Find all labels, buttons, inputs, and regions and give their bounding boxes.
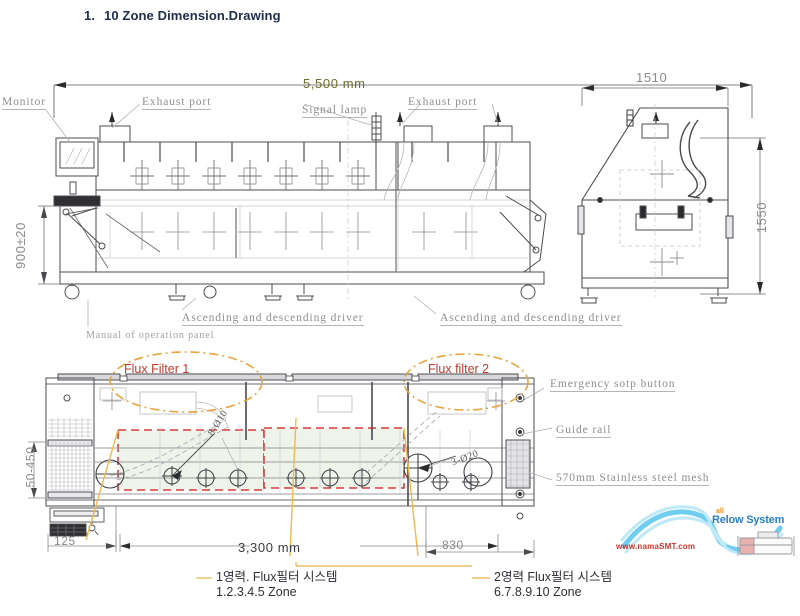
logo-url: www.namaSMT.com xyxy=(616,542,696,551)
label-signal-lamp: Signal lamp xyxy=(302,104,368,118)
label-stainless-steel-mesh: 570mm Stainless steel mesh xyxy=(556,472,710,486)
zone-note-2: 2영력 Flux필터 시스템 6.7.8.9.10 Zone xyxy=(494,570,612,600)
zone-note-2-line2: 6.7.8.9.10 Zone xyxy=(494,585,582,599)
page-title-number: 1. xyxy=(84,8,96,23)
dim-right-offset: 830 xyxy=(442,538,464,552)
logo-swoosh-icon xyxy=(620,505,795,556)
label-exhaust-port-left: Exhaust port xyxy=(142,96,212,110)
callout-flux-filter-2: Flux filter 2 xyxy=(428,362,490,376)
dim-mesh-height-range: 50-450 xyxy=(23,446,37,488)
label-ascending-descending-driver-right: Ascending and descending driver xyxy=(440,312,622,326)
company-logo: www.namaSMT.com all Relow System xyxy=(612,498,798,562)
label-monitor: Monitor xyxy=(2,96,46,110)
dim-overall-length: 5,500 mm xyxy=(303,76,366,91)
dim-left-offset: 125 xyxy=(54,534,76,548)
logo-small-text: all xyxy=(716,508,724,515)
zone-note-1-line1: 1영력. Flux필터 시스템 xyxy=(216,570,338,584)
zone-note-1-line2: 1.2.3.4.5 Zone xyxy=(216,585,297,599)
zone-note-2-line1: 2영력 Flux필터 시스템 xyxy=(494,570,613,584)
label-ascending-descending-driver-left: Ascending and descending driver xyxy=(182,312,364,326)
page-title: 1. 10 Zone Dimension.Drawing xyxy=(84,8,281,23)
page-title-text: 10 Zone Dimension.Drawing xyxy=(104,8,281,23)
dim-side-width: 1510 xyxy=(636,70,668,85)
dim-heating-length: 3,300 mm xyxy=(238,540,301,555)
label-emergency-stop-button: Emergency sotp button xyxy=(550,378,676,392)
logo-brand-text: Relow System xyxy=(712,514,785,526)
zone-note-1: 1영력. Flux필터 시스템 1.2.3.4.5 Zone xyxy=(216,570,338,600)
label-guide-rail: Guide rail xyxy=(556,424,612,438)
label-manual-of-operation-panel: Manual of operation panel xyxy=(86,330,215,341)
label-exhaust-port-right: Exhaust port xyxy=(408,96,478,110)
callout-flux-filter-1: Flux Filter 1 xyxy=(124,362,190,376)
